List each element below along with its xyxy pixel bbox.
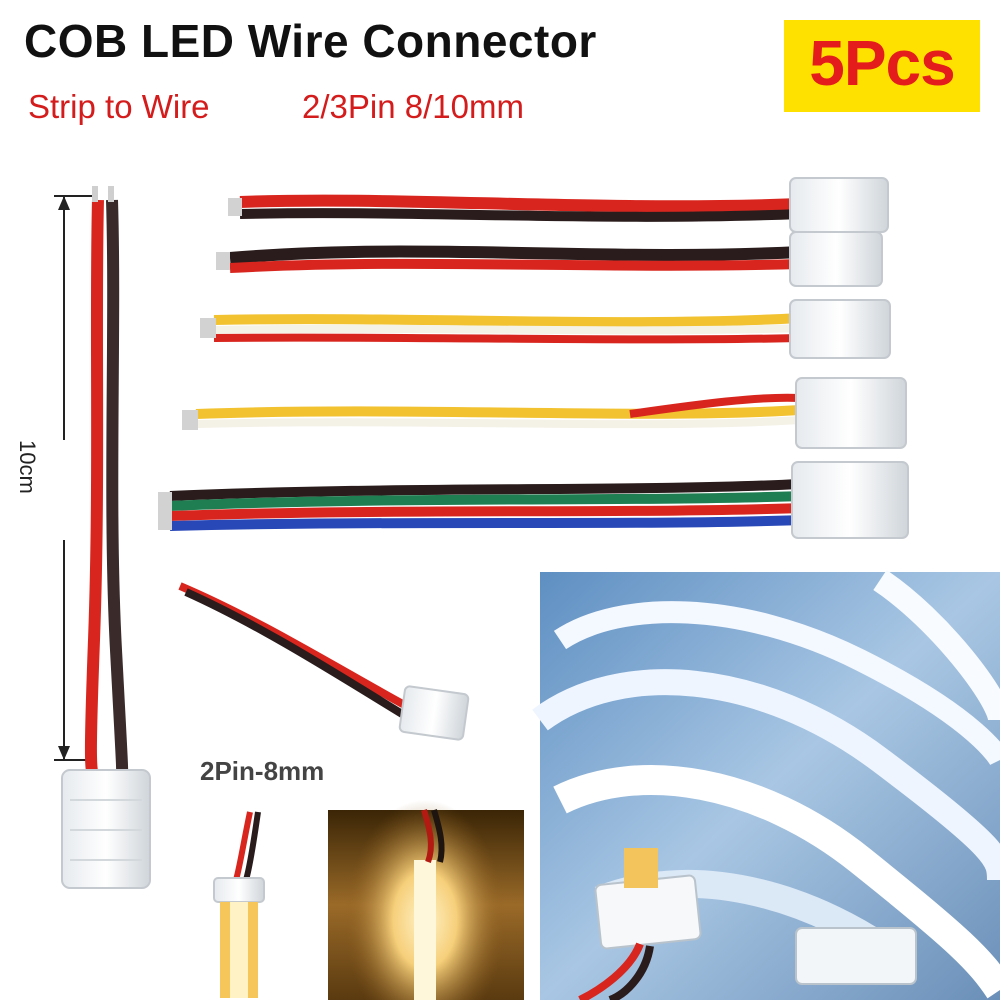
product-title: COB LED Wire Connector [24,15,597,67]
dimension-label: 10cm [15,440,40,494]
pin-size-label: 2Pin-8mm [200,756,325,786]
warm-strip-photo [328,800,524,1000]
cable-2pin-diagonal [178,582,470,741]
cable-2pin-a [228,177,889,233]
quantity-badge-text: 5Pcs [809,27,955,99]
cable-2pin-b [216,231,883,287]
quantity-badge: 5Pcs [784,20,980,112]
blue-strip-photo [532,570,1000,1000]
dimension-line [54,195,92,761]
strip-sample [213,811,265,998]
subtitle-strip-to-wire: Strip to Wire [28,88,210,125]
cable-rgb [158,461,909,539]
subtitle-pin-size: 2/3Pin 8/10mm [302,88,524,125]
vertical-cable [61,186,151,889]
cable-3pin-b [182,377,907,449]
cable-3pin-a [200,299,891,359]
